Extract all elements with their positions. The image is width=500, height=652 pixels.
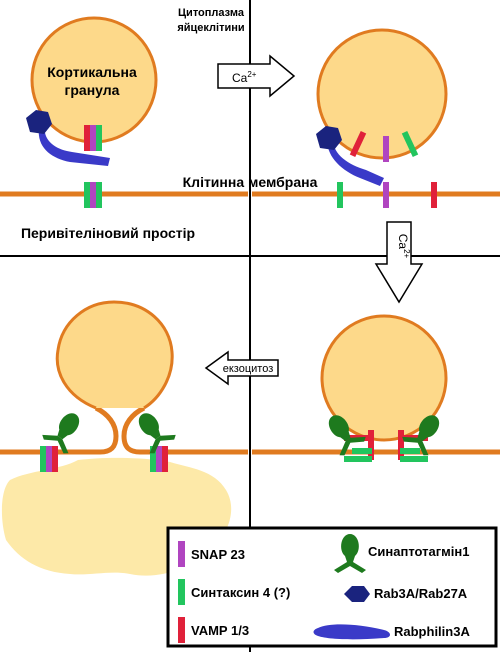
snap23-protein	[90, 125, 96, 151]
rabphilin-rod-icon	[38, 122, 110, 166]
syntaxin-protein	[150, 446, 156, 472]
cortical-granule	[320, 314, 448, 442]
syntaxin-protein	[96, 125, 102, 151]
snap23-protein	[156, 446, 162, 472]
vamp-protein	[162, 446, 168, 472]
membrane-label: Клітинна мембрана	[183, 174, 318, 190]
legend-vamp-label: VAMP 1/3	[191, 623, 249, 638]
syntaxin-protein	[84, 182, 90, 208]
cytoplasm-label-line1: Цитоплазма	[178, 7, 245, 19]
rab3a-hexagon-icon	[26, 110, 52, 134]
exocytosis-label: екзоцитоз	[223, 363, 274, 375]
vamp-protein	[349, 130, 367, 158]
panel-docked-granule	[252, 314, 500, 462]
legend-synaptotagmin-label: Синаптотагмін1	[368, 544, 469, 559]
syntaxin-protein	[400, 456, 428, 462]
syntaxin-protein	[344, 456, 372, 462]
snap23-protein	[90, 182, 96, 208]
calcium-label: Ca2+	[396, 234, 411, 259]
vamp-protein	[52, 446, 58, 472]
vamp-protein	[368, 430, 374, 460]
syntaxin-swatch	[178, 579, 185, 605]
calcium-arrow-down: Ca2+	[374, 221, 424, 304]
syntaxin-protein	[400, 448, 420, 454]
panel-calcium-response	[252, 28, 500, 208]
fused-cortical-granule	[55, 300, 174, 410]
syntaxin-protein	[401, 130, 419, 158]
snap23-protein	[383, 182, 389, 208]
syntaxin-protein	[96, 182, 102, 208]
hexagon-icon	[344, 586, 370, 602]
legend-snap23-label: SNAP 23	[191, 547, 245, 562]
cytoplasm-label-line2: яйцеклітини	[177, 22, 244, 34]
legend-syntaxin-label: Синтаксин 4 (?)	[191, 585, 290, 600]
cell-membrane-line	[121, 405, 248, 455]
legend: SNAP 23 Синтаксин 4 (?) VAMP 1/3 Синапто…	[166, 526, 498, 648]
calcium-label: Ca2+	[232, 70, 257, 85]
vamp-protein	[398, 430, 404, 460]
rod-icon	[313, 624, 390, 640]
legend-rabphilin-label: Rabphilin3A	[394, 624, 470, 639]
vamp-protein	[84, 125, 90, 151]
vamp-swatch	[178, 617, 185, 643]
granule-label-line2: гранула	[65, 82, 120, 98]
snap23-protein	[46, 446, 52, 472]
cell-membrane-line	[0, 405, 119, 455]
syntaxin-protein	[40, 446, 46, 472]
snap23-swatch	[178, 541, 185, 567]
rab3a-hexagon-icon	[316, 126, 342, 150]
exocytosis-arrow-left: екзоцитоз	[204, 350, 279, 386]
rabphilin-rod-icon	[327, 136, 384, 186]
calcium-arrow-right: Ca2+	[217, 54, 296, 98]
snap23-protein	[383, 136, 389, 162]
syntaxin-protein	[352, 448, 372, 454]
cortical-granule	[316, 28, 448, 160]
vamp-protein	[431, 182, 437, 208]
perivitelline-label: Перивітеліновий простір	[21, 225, 195, 241]
panel-resting-granule: Кортикальна гранула	[0, 16, 248, 208]
legend-rab-label: Rab3A/Rab27A	[374, 586, 468, 601]
syntaxin-protein	[337, 182, 343, 208]
granule-label-line1: Кортикальна	[47, 64, 137, 80]
